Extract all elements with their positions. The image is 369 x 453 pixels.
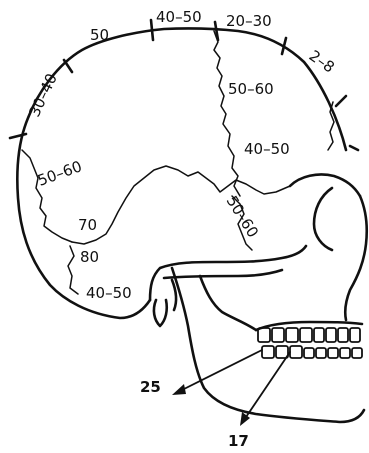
mandible-outline (172, 268, 364, 422)
mastoid (172, 280, 176, 310)
tick-bregma (151, 20, 153, 40)
upper-teeth (258, 328, 360, 342)
face-contour (345, 196, 367, 320)
arrow-17-line (244, 352, 290, 420)
tick-right-small (350, 146, 358, 150)
orbit-inner (314, 188, 332, 250)
label-occipital-40-50: 40–50 (244, 140, 290, 158)
label-sphenoid-70: 70 (78, 216, 97, 234)
lower-teeth (262, 346, 362, 358)
label-mandible-25: 25 (140, 378, 161, 396)
label-mandible-17: 17 (228, 432, 249, 450)
label-pterion-40-50: 40–50 (86, 284, 132, 302)
label-frontal-50-60: 50–60 (35, 157, 84, 190)
label-bregma-40-50: 40–50 (156, 8, 202, 26)
zygomatic-inner (164, 270, 282, 278)
tick-upper-left (64, 60, 72, 72)
arrow-25-line (178, 350, 262, 392)
coronal-suture (214, 31, 240, 196)
tick-left-coronal (10, 134, 26, 138)
arrow-25-head (172, 384, 186, 395)
mandible-ramus (200, 276, 256, 330)
label-frontal-50: 50 (90, 26, 109, 44)
label-parietal-50-60: 50–60 (228, 80, 274, 98)
label-sphenoid-80: 80 (80, 248, 99, 266)
tick-occiput (336, 96, 346, 106)
label-temporal-50-60: 50–60 (223, 193, 262, 241)
condyle (154, 300, 167, 326)
label-vertex-20-30: 20–30 (226, 12, 272, 30)
label-coronal-30-40: 30–40 (25, 71, 61, 120)
sphenoid-suture (68, 246, 78, 294)
